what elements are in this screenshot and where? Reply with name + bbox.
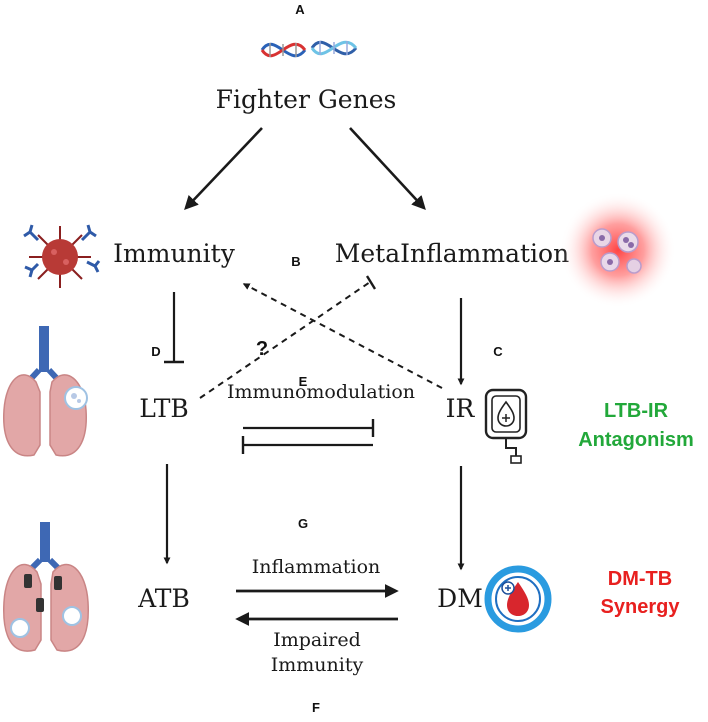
callout-ltb-ir-line1: LTB-IR: [604, 400, 669, 422]
panel-letter-f: F: [312, 700, 320, 715]
arrow-genes-to-metainflammation: [349, 127, 426, 211]
callout-dm-tb-line1: DM-TB: [608, 568, 672, 590]
inflamed-cells-icon: [560, 192, 676, 308]
question-mark: ?: [256, 338, 268, 360]
node-immunity: Immunity: [113, 239, 236, 268]
blood-drop-icon: [484, 565, 552, 633]
callout-ltb-ir-line2: Antagonism: [578, 429, 694, 451]
node-dm: DM: [437, 584, 483, 613]
label-impaired-line1: Impaired: [273, 629, 361, 651]
panel-letter-c: C: [493, 344, 503, 359]
label-immunomodulation: Immunomodulation: [227, 381, 415, 403]
node-ltb: LTB: [139, 394, 189, 423]
node-atb: ATB: [137, 584, 190, 613]
panel-letter-d: D: [151, 344, 160, 359]
panel-letter-e: E: [299, 374, 308, 389]
virus-antibody-icon: [23, 224, 101, 288]
panel-letter-a: A: [295, 2, 305, 17]
panel-letter-g: G: [298, 516, 308, 531]
node-metainflammation: MetaInflammation: [335, 239, 569, 268]
lungs-icon: [3, 326, 88, 457]
label-inflammation: Inflammation: [252, 556, 381, 578]
label-impaired-line2: Immunity: [271, 654, 364, 676]
arrow-genes-to-immunity: [184, 127, 263, 211]
node-fighter-genes: Fighter Genes: [216, 85, 397, 114]
dna-icon: [260, 40, 358, 58]
panel-letter-b: B: [291, 254, 300, 269]
insulin-pump-icon: [484, 388, 528, 464]
callout-dm-tb-line2: Synergy: [601, 596, 681, 618]
dashed-inhibit-bar-metainflammation: [365, 275, 377, 290]
lungs-lesions-icon: [3, 522, 89, 652]
node-ir: IR: [446, 394, 476, 423]
dashed-ir-to-immunity: [242, 283, 443, 389]
dashed-ltb-to-metainflammation: [199, 281, 371, 399]
